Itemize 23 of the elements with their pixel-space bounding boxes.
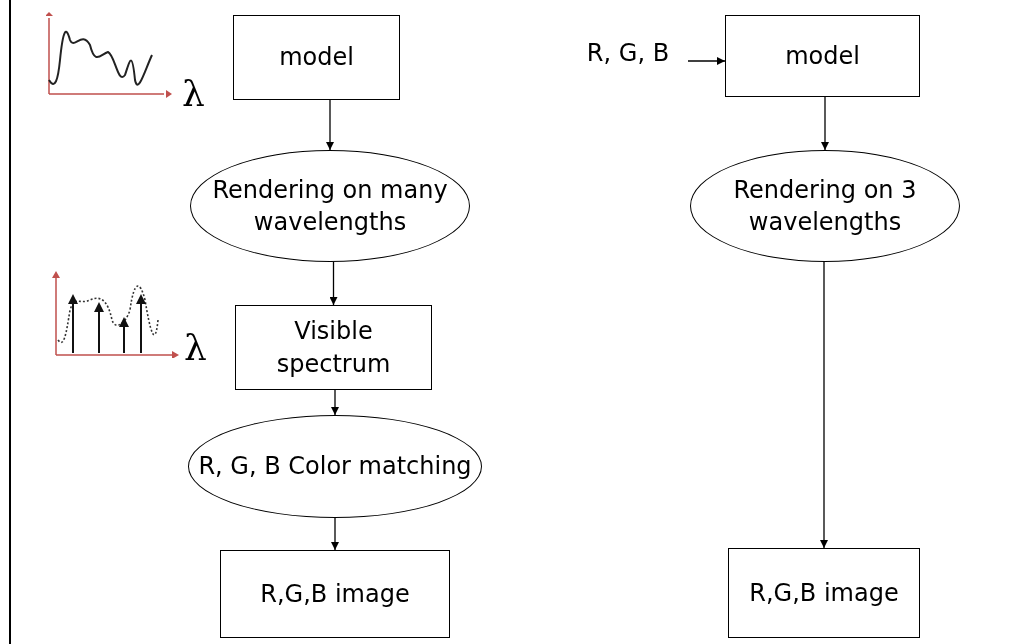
node-text: Rendering on 3 wavelengths: [732, 174, 918, 238]
process-box: [233, 15, 400, 100]
arrow: [329, 261, 338, 306]
process-box: [220, 550, 450, 638]
process-box: [235, 305, 432, 390]
node-text: R,G,B image: [749, 577, 899, 609]
wavelength-symbol: λ: [182, 76, 205, 112]
arrow: [331, 389, 339, 416]
arrow: [331, 517, 339, 551]
node-text: Rendering on many wavelengths: [211, 174, 449, 238]
arrow: [687, 57, 726, 65]
wavelength-symbol: λ: [184, 330, 207, 366]
node-text: Visible spectrum: [275, 316, 392, 380]
input-label: R, G, B: [572, 33, 684, 73]
arrow: [326, 99, 334, 151]
process-box: [728, 548, 920, 638]
node-text: R, G, B Color matching: [198, 451, 472, 483]
arrow: [821, 96, 829, 151]
node-text: model: [279, 42, 354, 74]
process-box: [725, 15, 920, 97]
node-text: model: [785, 40, 860, 72]
arrow: [820, 261, 828, 549]
node-text: R,G,B image: [260, 578, 410, 610]
